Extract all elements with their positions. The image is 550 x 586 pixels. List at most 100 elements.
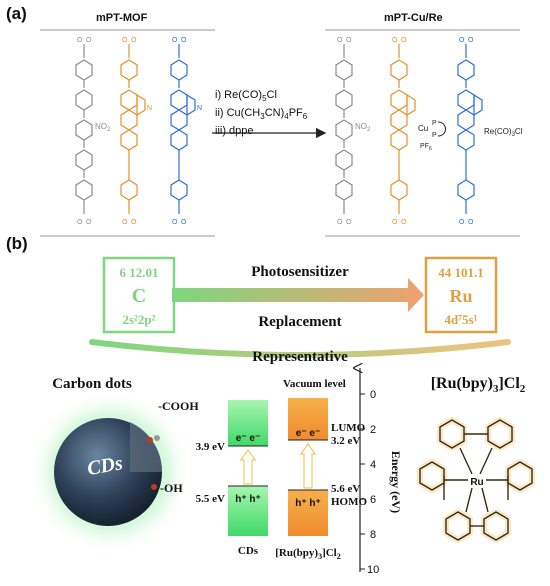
cds-electrons: e⁻ e⁻ bbox=[236, 433, 260, 444]
cds-homo-value: 5.5 eV bbox=[196, 493, 225, 505]
reaction-conditions: i) Re(CO)5Cl ii) Cu(CH3CN)4PF6 iii) dppe bbox=[215, 88, 307, 138]
ru-lumo-label: LUMO bbox=[331, 422, 366, 434]
svg-text:O: O bbox=[86, 37, 92, 44]
ru-homo-value: 5.6 eV bbox=[331, 483, 360, 495]
nitro-group-left: NO2 bbox=[95, 122, 111, 133]
svg-text:O: O bbox=[77, 219, 83, 226]
gray-linker-right: O O O O bbox=[335, 37, 353, 226]
svg-text:O: O bbox=[459, 219, 465, 226]
ru-electrons: e⁻ e⁻ bbox=[296, 428, 320, 439]
ru-lumo-value: 3.2 eV bbox=[331, 435, 360, 447]
svg-text:O: O bbox=[131, 37, 137, 44]
cds-homo-bar bbox=[228, 486, 268, 536]
svg-text:O: O bbox=[122, 219, 128, 226]
svg-text:O: O bbox=[459, 37, 465, 44]
replacement-arrow bbox=[172, 278, 424, 312]
ru-bar-label: [Ru(bpy)3]Cl2 bbox=[275, 547, 340, 561]
representative-label: Representative bbox=[252, 349, 348, 365]
panel-a-label: (a) bbox=[6, 4, 27, 23]
energy-axis-label: Energy (eV) bbox=[389, 451, 403, 513]
re-complex-label: Re(CO)3Cl bbox=[484, 127, 523, 138]
cds-excitation-arrow bbox=[240, 449, 256, 485]
tick-10: 10 bbox=[367, 564, 379, 576]
ru-center-label: Ru bbox=[470, 477, 483, 488]
cds-lumo-bar bbox=[228, 400, 268, 446]
p-label-top: P bbox=[432, 120, 437, 127]
pyridine-n-orange-left: N bbox=[147, 105, 152, 112]
svg-text:O: O bbox=[392, 37, 398, 44]
svg-text:O: O bbox=[131, 219, 137, 226]
svg-text:O: O bbox=[401, 219, 407, 226]
ru-excitation-arrow bbox=[300, 443, 316, 489]
carbon-element-box bbox=[102, 256, 176, 334]
tick-2: 2 bbox=[370, 424, 376, 436]
carbon-number-mass: 6 12.01 bbox=[120, 265, 159, 280]
oh-atom bbox=[151, 484, 157, 490]
svg-text:O: O bbox=[468, 37, 474, 44]
gray-linker-left: O O O O bbox=[75, 37, 93, 226]
svg-text:O: O bbox=[337, 37, 343, 44]
representative-arc bbox=[89, 339, 511, 358]
svg-text:O: O bbox=[337, 219, 343, 226]
ru-bpy-structure bbox=[417, 417, 535, 543]
photosensitizer-label: Photosensitizer bbox=[251, 264, 349, 280]
carbon-symbol: C bbox=[132, 285, 146, 307]
panel-a: O O O O NO2 O O bbox=[0, 0, 550, 250]
carbon-dot-cutaway bbox=[130, 422, 163, 472]
blue-linker-left: O O O O bbox=[170, 37, 196, 226]
ruthenium-element-box bbox=[424, 256, 498, 334]
svg-text:O: O bbox=[181, 219, 187, 226]
tick-6: 6 bbox=[370, 494, 376, 506]
blue-linker-right: O O O O bbox=[457, 37, 483, 226]
ru-complex-title: [Ru(bpy)3]Cl2 bbox=[431, 375, 526, 395]
ru-homo-bar bbox=[288, 490, 328, 536]
svg-text:O: O bbox=[346, 37, 352, 44]
ru-holes: h⁺ h⁺ bbox=[295, 498, 321, 509]
svg-text:O: O bbox=[172, 219, 178, 226]
cds-lumo-value: 3.9 eV bbox=[196, 441, 225, 453]
svg-text:O: O bbox=[401, 37, 407, 44]
step-3: iii) dppe bbox=[215, 125, 254, 138]
carbon-config: 2s²2p² bbox=[122, 312, 155, 327]
svg-text:O: O bbox=[346, 219, 352, 226]
oh-label: -OH bbox=[160, 481, 183, 495]
ruthenium-config: 4d⁷5s¹ bbox=[444, 312, 477, 327]
panel-b-label: (b) bbox=[6, 234, 28, 253]
p-label-bottom: P bbox=[432, 132, 437, 139]
cds-bar-label: CDs bbox=[238, 545, 259, 557]
carbon-dots-title: Carbon dots bbox=[52, 376, 132, 392]
ruthenium-symbol: Ru bbox=[449, 286, 472, 306]
pyridine-n-blue-left: N bbox=[197, 105, 202, 112]
svg-text:O: O bbox=[468, 219, 474, 226]
panel-a-figure: O O O O NO2 O O bbox=[40, 29, 523, 237]
svg-text:O: O bbox=[172, 37, 178, 44]
cooh-atom-1 bbox=[147, 437, 153, 443]
energy-ticks: 0 2 4 6 8 10 bbox=[360, 389, 379, 576]
cooh-label: -COOH bbox=[158, 399, 199, 413]
orange-linker-right: O O O O bbox=[390, 37, 416, 226]
cds-holes: h⁺ h⁺ bbox=[235, 494, 261, 505]
energy-diagram: e⁻ e⁻ h⁺ h⁺ 3.9 eV 5.5 eV CDs e⁻ e⁻ h⁺ h… bbox=[196, 368, 403, 576]
mpt-cu-re-title: mPT-Cu/Re bbox=[384, 12, 443, 24]
tick-8: 8 bbox=[370, 529, 376, 541]
mpt-mof-title: mPT-MOF bbox=[96, 12, 148, 24]
dppe-bridge bbox=[437, 121, 446, 137]
cooh-atom-2 bbox=[154, 435, 160, 441]
svg-text:O: O bbox=[86, 219, 92, 226]
orange-linker-left: O O O O bbox=[120, 37, 146, 226]
step-1: i) Re(CO)5Cl bbox=[215, 89, 277, 104]
svg-text:O: O bbox=[122, 37, 128, 44]
svg-text:O: O bbox=[77, 37, 83, 44]
pf6-label: PF6 bbox=[420, 143, 432, 152]
step-2: ii) Cu(CH3CN)4PF6 bbox=[215, 107, 308, 122]
svg-text:O: O bbox=[392, 219, 398, 226]
ru-homo-label: HOMO bbox=[331, 496, 367, 508]
ruthenium-number-mass: 44 101.1 bbox=[438, 265, 484, 280]
vacuum-level-label: Vacuum level bbox=[283, 378, 346, 390]
svg-text:O: O bbox=[181, 37, 187, 44]
ru-lumo-bar bbox=[288, 398, 328, 440]
panel-b-figure: 6 12.01 C 2s²2p² 44 101.1 Ru 4d⁷5s¹ Phot… bbox=[28, 256, 535, 576]
cu-label: Cu bbox=[418, 124, 428, 133]
tick-4: 4 bbox=[370, 459, 376, 471]
tick-0: 0 bbox=[370, 389, 376, 401]
